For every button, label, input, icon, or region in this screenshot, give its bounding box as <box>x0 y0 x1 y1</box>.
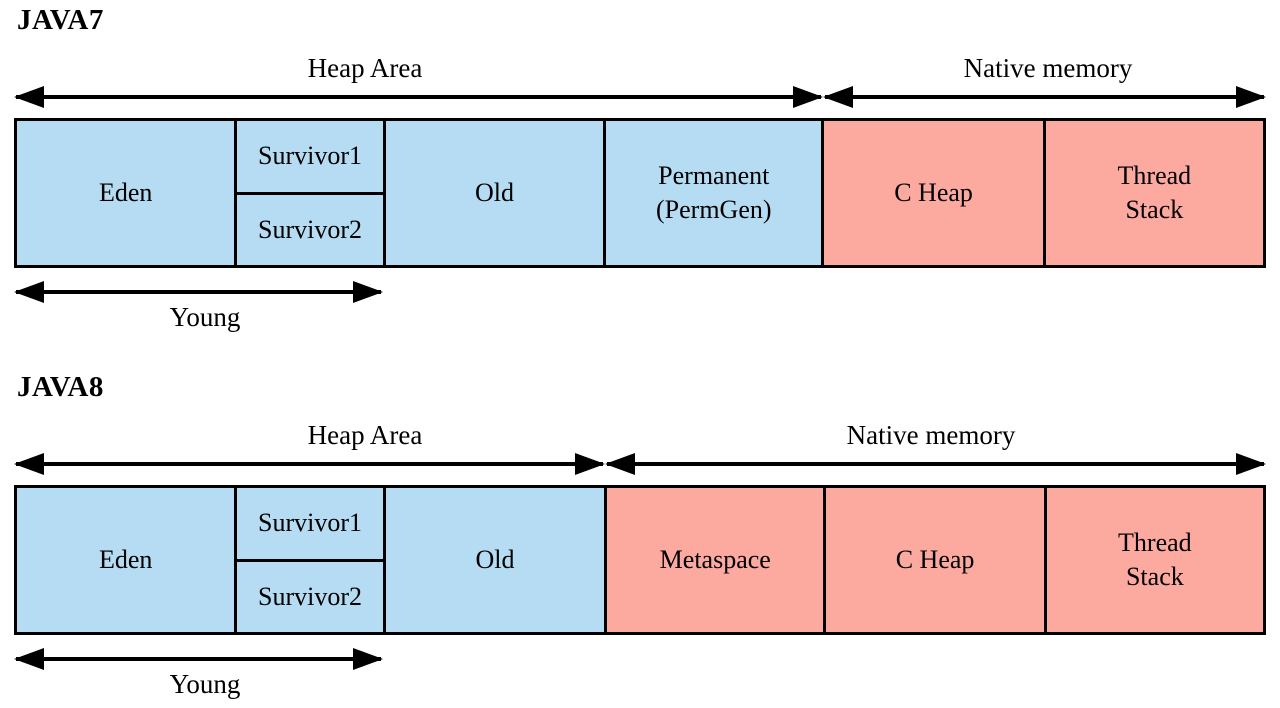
java8-cell-survivor2: Survivor2 <box>237 561 383 632</box>
java8-cell-survivor1: Survivor1 <box>237 488 383 559</box>
arrow-shaft <box>607 462 1264 466</box>
java8-cell-c-heap: C Heap <box>826 488 1044 632</box>
arrow-shaft <box>16 462 603 466</box>
java7-native-arrow <box>823 86 1266 108</box>
arrow-shaft <box>16 290 381 294</box>
java7-cell-eden: Eden <box>17 121 235 265</box>
java7-cell-survivor2: Survivor2 <box>237 194 383 265</box>
java8-young-arrow <box>14 648 383 670</box>
java8-cell-old: Old <box>385 488 605 632</box>
arrow-shaft <box>16 657 381 661</box>
java8-memory-row: Eden Survivor1 Survivor2 Old Metaspace C… <box>14 485 1266 635</box>
arrowhead-right-icon <box>575 453 605 475</box>
java7-survivor-column: Survivor1 Survivor2 <box>237 121 383 265</box>
arrowhead-right-icon <box>1236 453 1266 475</box>
java7-heap-arrow <box>14 86 823 108</box>
java8-cell-thread-stack: Thread Stack <box>1046 488 1264 632</box>
java7-memory-row: Eden Survivor1 Survivor2 Old Permanent (… <box>14 118 1266 268</box>
java7-cell-thread-stack: Thread Stack <box>1045 121 1264 265</box>
java7-cell-old: Old <box>385 121 604 265</box>
arrowhead-right-icon <box>793 86 823 108</box>
java8-young-label: Young <box>169 669 241 699</box>
java7-young-arrow <box>14 281 383 303</box>
java8-native-memory-label: Native memory <box>846 420 1016 450</box>
arrowhead-right-icon <box>1236 86 1266 108</box>
java7-native-memory-label: Native memory <box>963 53 1133 83</box>
java8-title: JAVA8 <box>17 371 104 403</box>
java7-title: JAVA7 <box>17 4 104 36</box>
java7-young-label: Young <box>169 302 241 332</box>
java8-survivor-column: Survivor1 Survivor2 <box>237 488 383 632</box>
arrowhead-right-icon <box>353 281 383 303</box>
arrowhead-right-icon <box>353 648 383 670</box>
java7-heap-area-label: Heap Area <box>307 53 423 83</box>
java8-cell-metaspace: Metaspace <box>607 488 824 632</box>
arrow-shaft <box>16 95 821 99</box>
java8-heap-arrow <box>14 453 605 475</box>
java7-cell-permanent: Permanent (PermGen) <box>606 121 822 265</box>
java8-native-arrow <box>605 453 1266 475</box>
java7-cell-c-heap: C Heap <box>824 121 1043 265</box>
java8-heap-area-label: Heap Area <box>307 420 423 450</box>
java8-cell-eden: Eden <box>17 488 235 632</box>
arrow-shaft <box>825 95 1264 99</box>
java7-cell-survivor1: Survivor1 <box>237 121 383 192</box>
